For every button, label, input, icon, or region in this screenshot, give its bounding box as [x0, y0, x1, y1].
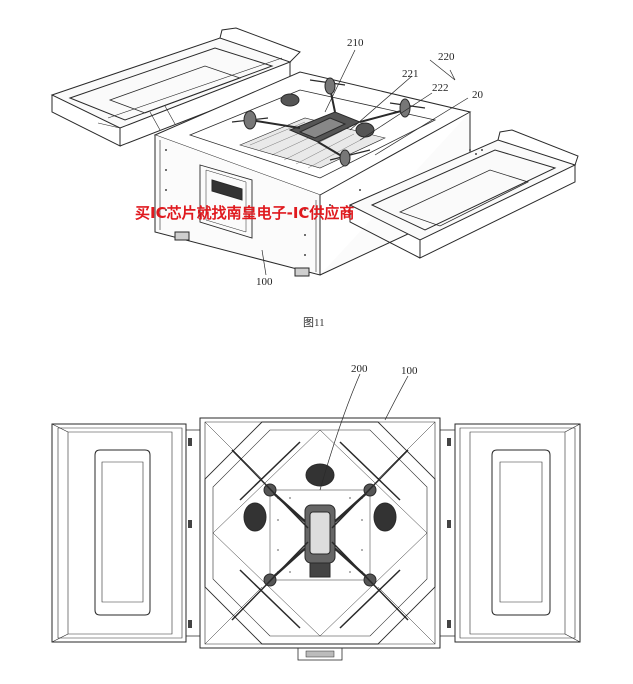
right-tray-top-view	[447, 423, 581, 643]
drone-isometric	[231, 77, 426, 167]
landing-platform	[188, 89, 437, 179]
figure-caption: 图11	[303, 316, 325, 329]
label-221: 221	[402, 68, 419, 80]
top-view-drawing	[51, 373, 581, 661]
label-210: 210	[347, 37, 364, 49]
right-extension-tray	[348, 129, 579, 259]
station-top-view	[199, 417, 456, 661]
label-20: 20	[472, 89, 484, 101]
left-extension-tray	[50, 27, 301, 147]
drone-top-view	[231, 441, 409, 629]
label-100-bottom: 100	[401, 365, 418, 377]
isometric-dock-drawing	[50, 27, 579, 277]
label-200: 200	[351, 363, 368, 375]
watermark-text: 买IC芯片就找南皇电子-IC供应商	[135, 204, 354, 222]
leader-lines-bottom	[319, 373, 409, 491]
label-222: 222	[432, 82, 449, 94]
leader-lines-top	[261, 49, 469, 276]
label-100-top: 100	[256, 276, 273, 288]
label-220: 220	[438, 51, 455, 63]
left-tray-top-view	[51, 423, 201, 643]
